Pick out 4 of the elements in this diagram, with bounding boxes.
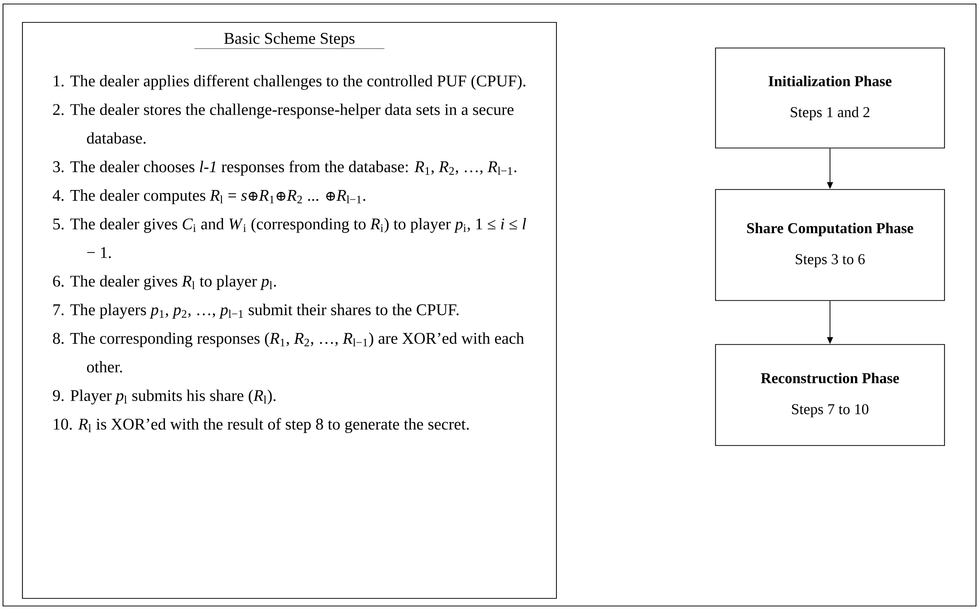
phase-box: Share Computation Phase Steps 3 to 6	[715, 189, 945, 301]
phase-box: Initialization Phase Steps 1 and 2	[715, 48, 945, 148]
steps-box: Basic Scheme Steps 1. The dealer applies different challenges to the controlled PUF (CPUF). 2. The dealer stores the challenge-response-helper data sets in a secure database. 3. The dealer chooses l-1 responses from the database: R$_{1}$, R$_{2}$, …, R$_{l−1}$. 4. The dealer computes R$_{l}$ = s⊕R$_{1}$⊕R$_{2}$ ... ⊕R$_{l−1}$. 5. The dealer gives C$_{i}$ and W$_{i}$ (corresponding to R$_{i}$) to player p$_{i}$, 1 ≤ i ≤ l − 1. 6. The dealer gives R$_{l}$ to player p$_{l}$. 7. The players p$_{1}$, p$_{2}$, …, p$_{l−1}$ submit their shares to the CPUF. 8. The corresponding responses (R$_{1}$, R$_{2}$, …, R$_{l−1}$) are XOR’ed with each other. 9. Player p$_{l}$ submits his share (R$_{l}$). 10. R$_{l}$ is XOR’ed with the result of step 8 to generate the secret.	[22, 22, 557, 599]
phase-box: Reconstruction Phase Steps 7 to 10	[715, 344, 945, 446]
